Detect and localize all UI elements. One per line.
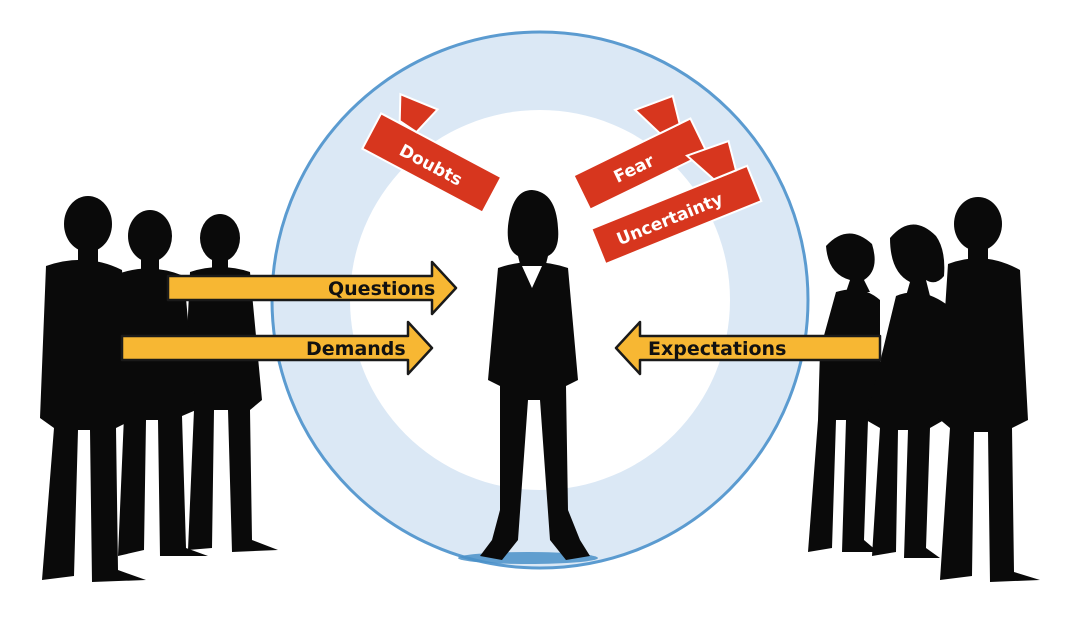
banner-fear: Fear	[572, 94, 709, 211]
person-silhouette	[938, 197, 1040, 582]
arrow-expectations: Expectations	[614, 320, 882, 376]
right-group-silhouettes	[808, 197, 1040, 582]
arrow-demands: Demands	[120, 320, 434, 376]
central-person-silhouette	[480, 190, 590, 560]
person-silhouette	[184, 214, 278, 552]
arrow-expectations-label: Expectations	[648, 338, 786, 360]
shirt-collar	[522, 266, 542, 288]
arrow-questions: Questions	[166, 260, 458, 316]
person-silhouette	[866, 224, 946, 558]
person-silhouette	[808, 233, 880, 552]
arrow-demands-label: Demands	[306, 338, 406, 360]
arrow-questions-label: Questions	[328, 278, 435, 300]
person-silhouette	[40, 196, 146, 582]
left-group-silhouettes	[40, 196, 278, 582]
banner-doubts: Doubts	[360, 92, 503, 214]
